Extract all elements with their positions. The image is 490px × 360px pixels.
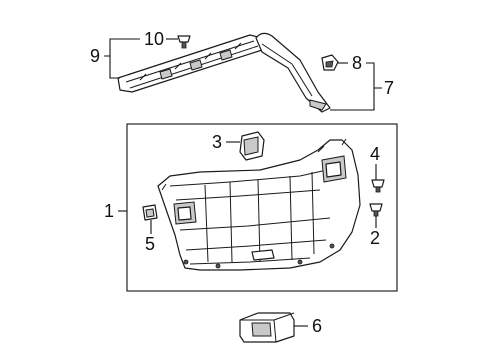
back-door-trim-panel-part bbox=[157, 138, 361, 271]
callout-9: 9 bbox=[90, 46, 100, 66]
callout-8: 8 bbox=[352, 53, 362, 73]
callout-1: 1 bbox=[104, 201, 114, 221]
part-3-block bbox=[239, 131, 265, 161]
callout-10: 10 bbox=[144, 29, 164, 49]
pillar-trim-part bbox=[255, 32, 331, 113]
callout-2: 2 bbox=[370, 228, 380, 248]
callout-5: 5 bbox=[145, 234, 155, 254]
clip-8-part bbox=[321, 54, 339, 71]
clip-2-part bbox=[369, 203, 383, 217]
leader-lines bbox=[104, 38, 382, 327]
clip-10-part bbox=[177, 35, 191, 49]
callout-4: 4 bbox=[370, 144, 380, 164]
part-5-bracket bbox=[142, 204, 158, 221]
assembly-frame bbox=[126, 123, 398, 292]
part-6-tray bbox=[239, 312, 295, 343]
callout-3: 3 bbox=[212, 132, 222, 152]
callout-7: 7 bbox=[384, 78, 394, 98]
callout-6: 6 bbox=[312, 316, 322, 336]
clip-4-part bbox=[371, 179, 385, 193]
upper-garnish-part bbox=[117, 34, 263, 93]
